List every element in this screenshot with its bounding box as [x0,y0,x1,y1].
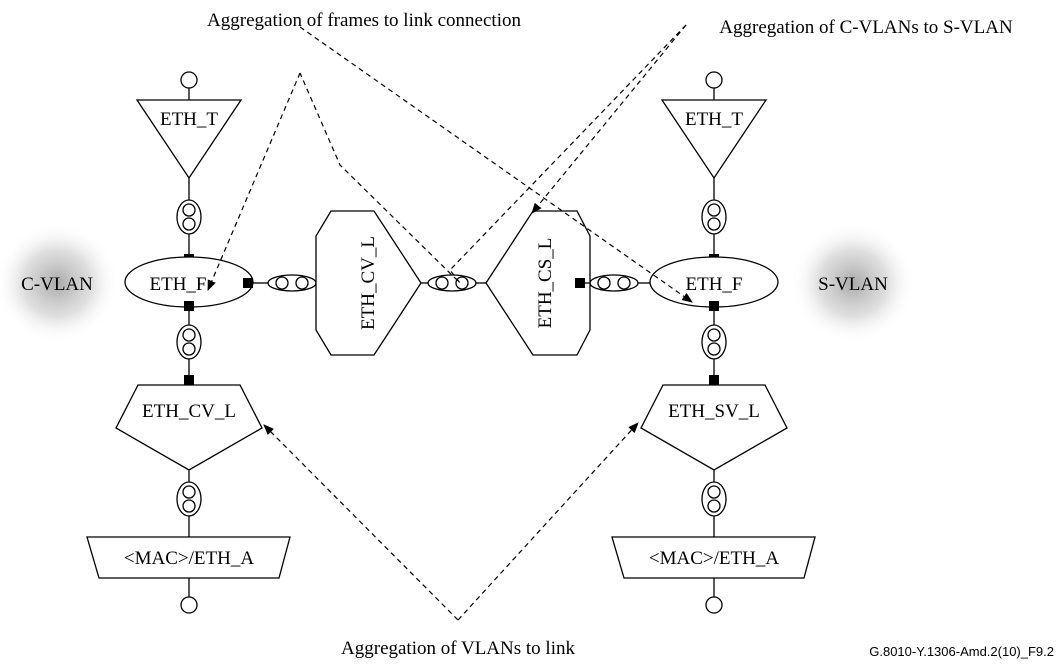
left-upper-connection-icon [176,199,202,235]
right-eth-t-label: ETH_T [685,109,743,130]
left-eth-cv-l-label: ETH_CV_L [142,401,236,422]
left-horizontal-connection-icon [267,274,317,292]
right-eth-f-label: ETH_F [686,274,743,295]
annotation-vlans-to-link: Aggregation of VLANs to link [341,638,575,659]
left-eth-cv-l-pentagon [115,384,263,471]
annotation-c-vlans-to-s-vlan: Aggregation of C-VLANs to S-VLAN [719,17,1013,38]
right-eth-sv-l-top-point [709,375,719,385]
center-horizontal-connection-icon [427,274,477,292]
right-lower-connection-icon [701,481,727,517]
right-top-access-point [705,71,723,89]
middle-eth-cv-l-pentagon [315,210,422,356]
frames-arrow [207,72,301,291]
middle-chain: ETH_CV_L ETH_CS_L [253,210,650,356]
left-lower-connection-icon [176,481,202,517]
right-horizontal-connection-icon [589,274,639,292]
left-mac-eth-a-trapezoid [86,536,291,579]
right-eth-sv-l-label: ETH_SV_L [668,401,760,422]
annotation-arrows [207,24,693,621]
left-stack: ETH_T ETH_F ETH_CV_L <MAC>/ETH [86,71,291,614]
c-vlans-to-left-flow-line [299,24,687,284]
annotation-frames-to-link: Aggregation of frames to link connection [207,10,521,31]
left-eth-f-label: ETH_F [150,274,207,295]
s-vlan-label: S-VLAN [818,274,888,295]
right-mac-eth-a-trapezoid [611,536,816,579]
right-eth-t-triangle [660,99,768,180]
right-upper-connection-icon [701,199,727,235]
middle-eth-cs-l-label: ETH_CS_L [535,238,556,329]
middle-eth-cv-l-label: ETH_CV_L [358,236,379,330]
left-bottom-access-point [180,596,198,614]
right-eth-f-bottom-point [709,301,719,311]
vlans-right-arrow [457,422,639,621]
frames-to-right-flow-line [299,26,693,303]
figure-id: G.8010-Y.1306-Amd.2(10)_F9.2 [869,644,1054,659]
c-vlan-halo [0,223,119,343]
right-eth-sv-l-pentagon [640,384,788,471]
left-eth-t-triangle [135,99,243,180]
right-mac-eth-a-label: <MAC>/ETH_A [649,548,779,569]
s-vlan-halo [791,223,915,343]
right-bottom-access-point [705,596,723,614]
right-middle-connection-icon [701,324,727,360]
left-mac-eth-a-label: <MAC>/ETH_A [124,548,254,569]
left-eth-f-right-point [243,278,253,288]
left-eth-t-label: ETH_T [160,109,218,130]
middle-eth-cs-l-point [575,278,585,288]
c-vlans-arrow [531,24,687,214]
vlans-left-arrow [263,424,459,621]
left-middle-connection-icon [176,324,202,360]
c-vlan-label: C-VLAN [21,274,93,295]
right-stack: ETH_T ETH_F ETH_SV_L <MAC>/ETH_A [611,71,816,614]
left-eth-cv-l-top-point [184,375,194,385]
left-eth-f-bottom-point [184,301,194,311]
left-top-access-point [180,71,198,89]
